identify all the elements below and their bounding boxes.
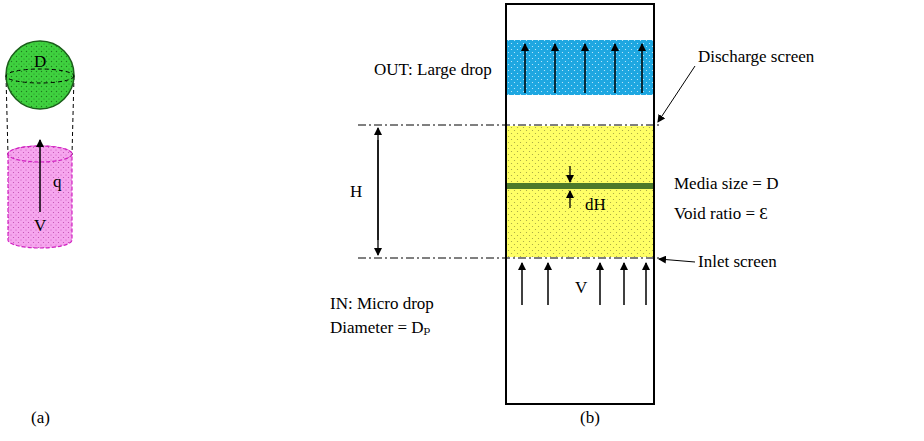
dh-arrow: [569, 166, 570, 182]
label: Discharge screen: [698, 48, 814, 67]
label: Media size = D: [674, 175, 778, 194]
cylinder: qV: [7, 146, 73, 248]
media-layer: dH: [509, 128, 655, 259]
label: (a): [31, 409, 50, 428]
projection-line: [6, 76, 8, 155]
label: OUT: Large drop: [374, 61, 492, 80]
slice-dh: [507, 183, 653, 189]
node-text: V: [34, 217, 46, 236]
sphere-outline: [5, 40, 75, 110]
flow-arrows: [525, 44, 642, 93]
leader-line: [659, 259, 695, 262]
sphere: D: [5, 40, 75, 110]
media-bed: [507, 126, 653, 257]
leader-line: [658, 66, 695, 122]
label: Inlet screen: [698, 253, 777, 272]
inlet-screen: [358, 258, 660, 259]
column-box: VdH: [505, 3, 655, 405]
label: H: [350, 183, 362, 202]
node-text: D: [34, 53, 46, 72]
dimension-line: [377, 140, 378, 255]
label: IN: Micro drop: [330, 295, 434, 314]
node-text: V: [575, 279, 587, 298]
node-text: q: [53, 173, 62, 192]
discharge-screen: [358, 125, 660, 126]
projection-line: [72, 76, 74, 155]
label: Void ratio = Ɛ: [674, 205, 768, 224]
label: Diameter = Dₚ: [330, 319, 430, 338]
node-text: dH: [585, 196, 606, 215]
outlet-band: [507, 40, 653, 95]
dh-arrow: [569, 191, 570, 208]
label: (b): [580, 409, 600, 428]
flow-arrows: [522, 263, 646, 305]
